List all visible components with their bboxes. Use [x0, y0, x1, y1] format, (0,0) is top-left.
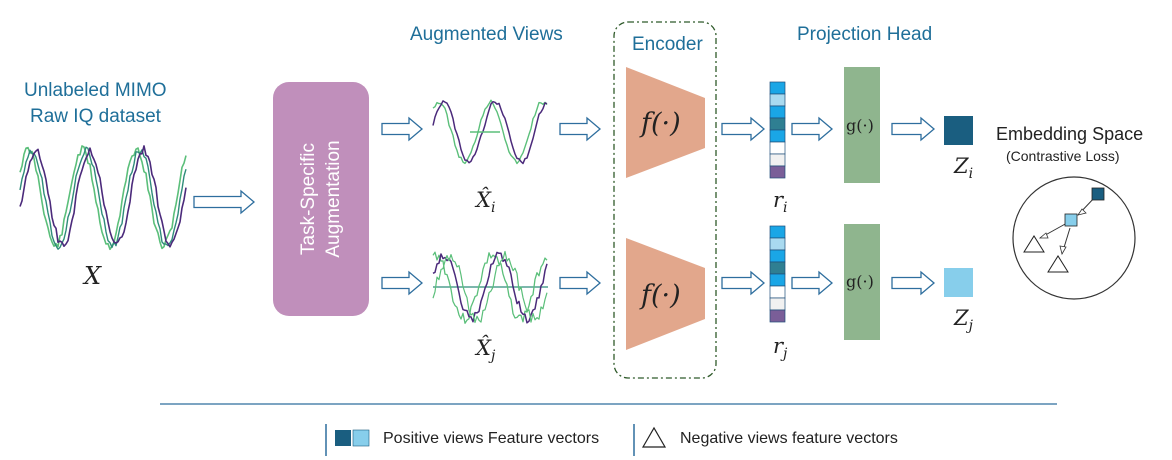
encoder-i-func: f(·)	[641, 108, 681, 139]
augmentation-line2: Augmentation	[323, 140, 344, 258]
flow-arrow	[891, 270, 936, 296]
dataset-symbol: X	[84, 262, 102, 290]
augmented-view-i-waveform	[432, 99, 548, 165]
flow-arrow	[381, 116, 424, 142]
flow-arrow	[891, 116, 936, 142]
embedding-space-title: Embedding Space	[996, 124, 1144, 144]
projection-head-i	[844, 67, 880, 183]
legend-negative-triangle	[641, 426, 667, 448]
view-i-symbol: X̂i	[476, 188, 496, 217]
flow-arrow	[791, 116, 834, 142]
embedding-z-j	[944, 268, 973, 297]
flow-arrow	[559, 270, 602, 296]
dataset-title-line2: Raw IQ dataset	[30, 106, 161, 127]
z-i-symbol: Zi	[954, 154, 974, 183]
r-i-symbol: ri	[773, 188, 788, 217]
view-j-symbol: X̂j	[476, 336, 496, 365]
r-j-symbol: rj	[773, 334, 788, 363]
raw-iq-waveform	[19, 145, 187, 251]
flow-arrow	[791, 270, 834, 296]
augmented-views-title: Augmented Views	[410, 24, 563, 45]
embedding-space-contents	[1023, 187, 1105, 273]
projection-head-title: Projection Head	[797, 24, 933, 45]
embedding-z-i	[944, 116, 973, 145]
encoder-i-shape	[626, 67, 705, 178]
flow-arrows	[193, 116, 936, 296]
augmentation-block	[273, 82, 369, 316]
representation-vector-i	[769, 81, 786, 179]
representation-vector-j	[769, 225, 786, 323]
legend-positive-swatch-dark	[335, 430, 351, 446]
encoder-j-shape	[626, 238, 705, 350]
encoder-j-func: f(·)	[641, 280, 681, 311]
legend-positive-swatch-light	[352, 429, 370, 447]
projection-j-func: g(·)	[846, 272, 874, 291]
projection-head-j	[844, 224, 880, 340]
legend	[325, 424, 667, 456]
encoder-title: Encoder	[632, 34, 703, 55]
augmentation-label: Task-Specific Augmentation	[273, 82, 369, 316]
projection-i-func: g(·)	[846, 116, 874, 135]
augmented-view-j-waveform	[432, 250, 548, 324]
embedding-space-subtitle: (Contrastive Loss)	[1006, 148, 1120, 164]
legend-positive-label: Positive views Feature vectors	[383, 430, 600, 447]
flow-arrow	[559, 116, 602, 142]
augmentation-line1: Task-Specific	[298, 143, 319, 255]
embedding-space-circle	[1012, 176, 1136, 300]
legend-negative-label: Negative views feature vectors	[680, 430, 898, 447]
flow-arrow	[721, 116, 766, 142]
encoder-box	[613, 21, 717, 379]
flow-arrow	[193, 189, 256, 215]
z-j-symbol: Zj	[954, 306, 973, 335]
flow-arrow	[381, 270, 424, 296]
flow-arrow	[721, 270, 766, 296]
dataset-title-line1: Unlabeled MIMO	[24, 80, 167, 101]
